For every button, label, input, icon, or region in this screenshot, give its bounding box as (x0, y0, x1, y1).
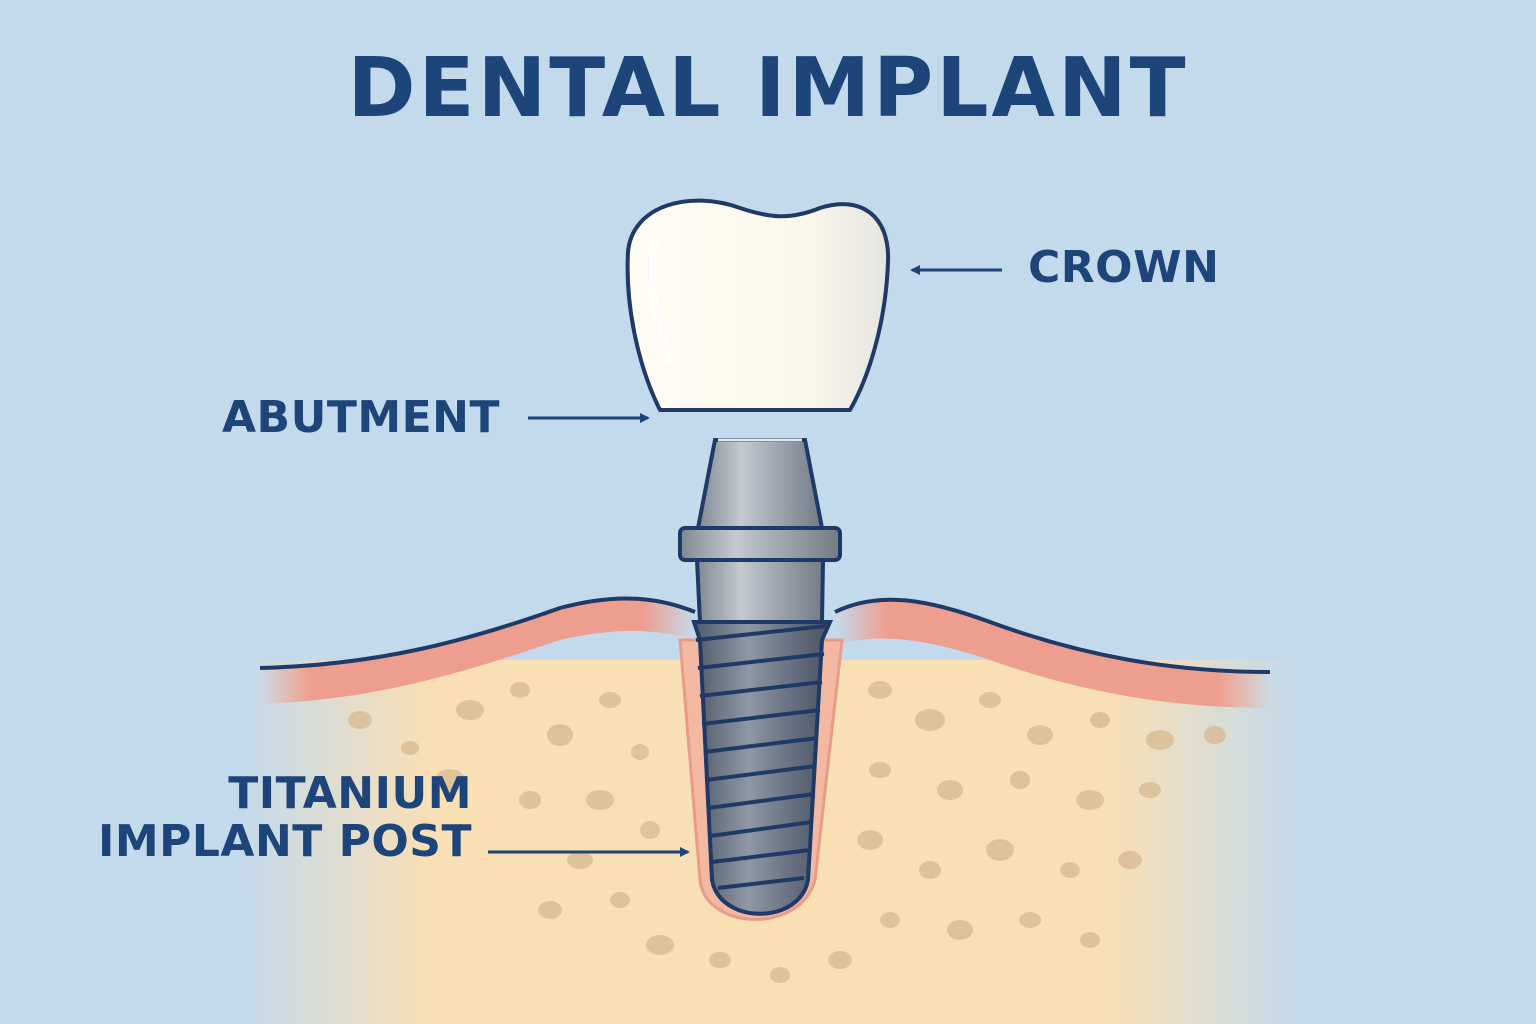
crown (625, 198, 891, 412)
abutment-label: ABUTMENT (222, 392, 501, 443)
crown-label: CROWN (1028, 242, 1220, 293)
titanium-implant-post (691, 620, 834, 916)
titanium-implant-post-label: TITANIUM IMPLANT POST (97, 768, 472, 868)
gum-line (259, 596, 696, 670)
label-arrows (488, 265, 1002, 857)
diagram-title: DENTAL IMPLANT (347, 41, 1189, 136)
implant-threads (695, 624, 827, 890)
abutment (678, 438, 842, 624)
bone-pores (348, 681, 1226, 983)
gum-tissue (260, 598, 695, 704)
